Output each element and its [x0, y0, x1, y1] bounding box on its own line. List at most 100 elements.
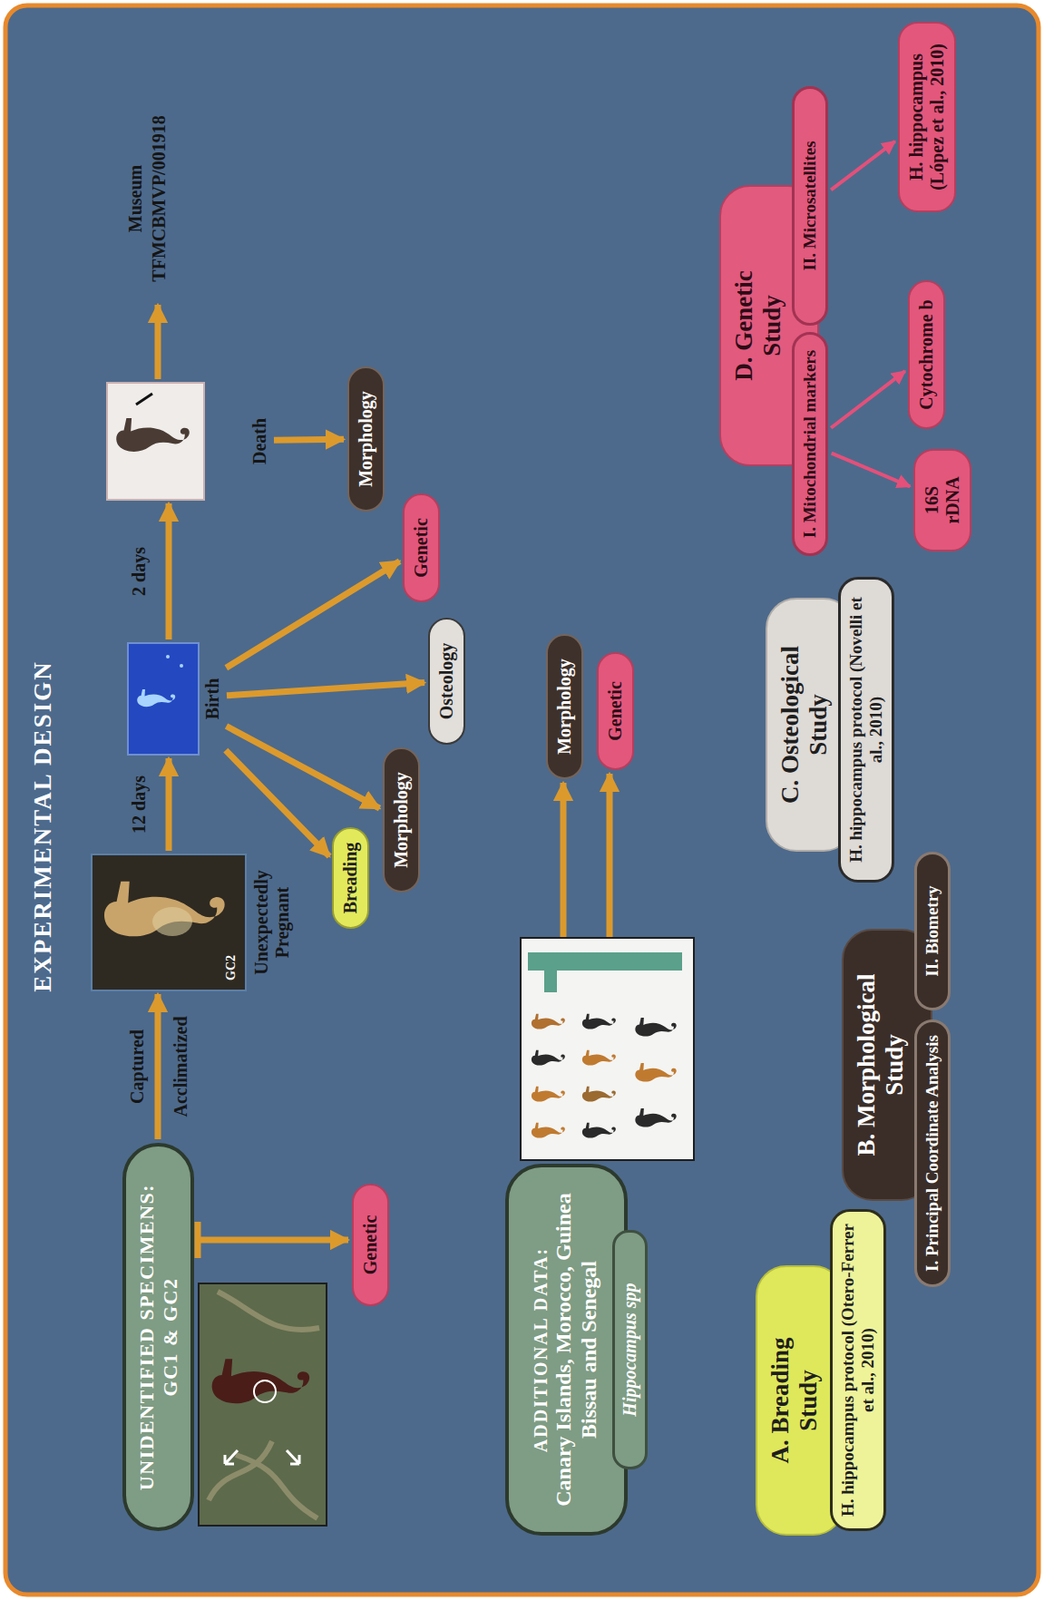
osteology-pill: Osteology: [428, 617, 466, 745]
flow-arrow: [226, 682, 425, 696]
juvenile-dot: [179, 663, 184, 668]
flow-arrow: [831, 453, 911, 488]
specimen-box: UNIDENTIFIED SPECIMENS: GC1 & GC2: [122, 1142, 195, 1532]
panel-frame: [5, 5, 1039, 1595]
seahorse: [531, 1086, 566, 1103]
study-box: D. Genetic StudyI. Mitochondrial markers…: [719, 185, 820, 467]
caliper: [527, 952, 683, 971]
node-text: Genetic: [410, 517, 432, 578]
flow-arrow: [197, 1237, 349, 1244]
seahorse: [634, 1063, 676, 1083]
photo-ground: [107, 382, 205, 500]
node-text: Morphology: [390, 771, 412, 869]
reference-pill: H. hippocampus (López et al., 2010): [897, 21, 957, 213]
breading-pill: Breading: [331, 827, 370, 929]
seahorse: [582, 1050, 616, 1066]
node-text: Morphology: [355, 390, 377, 488]
node-text: 16S rDNA: [921, 461, 964, 539]
photo-frame: [107, 382, 205, 500]
node-text: B. Morphological Study: [852, 945, 909, 1185]
pointer-line: [136, 393, 153, 405]
node-text: II. Microsatellites: [800, 140, 820, 271]
pregnant-photo: [91, 854, 246, 991]
seahorse: [634, 1017, 676, 1037]
seahorse: [582, 1122, 616, 1139]
node-text: Hippocampus spp: [619, 1282, 641, 1416]
diagram-title: EXPERIMENTAL DESIGN: [29, 660, 58, 992]
node-text: A. Breading Study: [766, 1318, 823, 1483]
death-photo: [107, 382, 205, 500]
photo-ground: [127, 643, 199, 755]
photo-node: GC2Unexpectedly Pregnant: [91, 854, 293, 991]
museum-label: TFMCBMVP/001918: [148, 115, 170, 282]
node-text: H. hippocampus protocol (Otero-Ferrer et…: [838, 1222, 879, 1518]
marker-tab: I. Mitochondrial markers: [791, 331, 829, 557]
step-label: Captured: [126, 1029, 148, 1104]
genetic-pill: Genetic: [402, 493, 440, 603]
node-text: I. Principal Coordinate Analysis: [922, 1034, 943, 1272]
study-box: A. Breading StudyH. hippocampus protocol…: [755, 1265, 845, 1536]
flow-arrow: [226, 726, 381, 810]
photo-node: Death: [107, 382, 271, 500]
t-bar: [195, 1221, 202, 1259]
node-text: Osteology: [436, 643, 458, 720]
node-text: Birth: [202, 678, 224, 721]
marker-circle: [253, 1380, 276, 1403]
node-text: Morphology: [554, 658, 576, 755]
flow-arrow: [165, 503, 173, 640]
taxon-tab: Hippocampus spp: [612, 1229, 648, 1470]
node-text: Canary Islands, Morocco, Guinea Bissau a…: [551, 1185, 602, 1514]
data-box: ADDITIONAL DATA:Canary Islands, Morocco,…: [505, 1163, 628, 1536]
node-text: H. hippocampus (López et al., 2010): [906, 34, 948, 200]
seahorse: [582, 1086, 616, 1103]
node-text: C. Osteological Study: [776, 614, 833, 836]
flow-arrow: [273, 436, 344, 444]
protocol-tab: H. hippocampus protocol (Novelli et al.,…: [838, 576, 895, 883]
edge-label: 12 days: [128, 775, 150, 834]
node-text: Cytochrome b: [916, 299, 937, 410]
node-text: I. Mitochondrial markers: [800, 350, 820, 538]
seahorse: [116, 418, 190, 452]
study-box: C. Osteological StudyH. hippocampus prot…: [765, 597, 855, 852]
node-text: UNIDENTIFIED SPECIMENS: GC1 & GC2: [135, 1164, 182, 1510]
node-text: Genetic: [604, 681, 626, 742]
specimen-photo: [198, 1283, 327, 1526]
morphology-pill: Morphology: [546, 634, 584, 780]
caliper-jaw: [544, 968, 557, 993]
method-tab: II. Biometry: [914, 851, 951, 1011]
morphology-pill: Morphology: [347, 366, 385, 512]
node-text: GC2: [224, 952, 239, 984]
seahorse: [531, 1122, 566, 1139]
flow-arrow: [155, 994, 162, 1140]
marker-pill: Cytochrome b: [907, 280, 946, 430]
flow-arrow: [155, 304, 162, 380]
flow-arrow: [165, 758, 173, 851]
node-text: Death: [249, 418, 271, 465]
protocol-tab: H. hippocampus protocol (Otero-Ferrer et…: [829, 1209, 887, 1532]
seahorse: [531, 1014, 566, 1030]
node-text: Genetic: [360, 1215, 381, 1276]
morphology-pill: Morphology: [382, 747, 420, 893]
seahorse: [582, 1014, 616, 1030]
museum-label: Museum: [125, 165, 147, 233]
marker-tab: II. Microsatellites: [791, 86, 829, 326]
seahorse: [104, 881, 225, 937]
photo-ground: [198, 1283, 327, 1526]
juvenile-dot: [165, 654, 170, 659]
photo-frame: [91, 854, 246, 991]
photo-frame: [127, 643, 199, 755]
flow-arrow: [830, 141, 896, 191]
photo-node: Birth: [127, 643, 224, 755]
marker-pill: 16S rDNA: [913, 448, 972, 552]
pointer-arrows: [224, 1450, 300, 1464]
seahorse: [531, 1050, 566, 1066]
birth-photo: [127, 643, 199, 755]
seahorse: [634, 1108, 676, 1128]
genetic-pill: Genetic: [351, 1183, 390, 1307]
node-text: Breading: [340, 842, 362, 915]
brood-pouch: [152, 907, 193, 937]
method-tab: I. Principal Coordinate Analysis: [914, 1019, 951, 1288]
study-box: B. Morphological StudyI. Principal Coord…: [841, 928, 933, 1201]
node-text: D. Genetic Study: [730, 243, 787, 408]
